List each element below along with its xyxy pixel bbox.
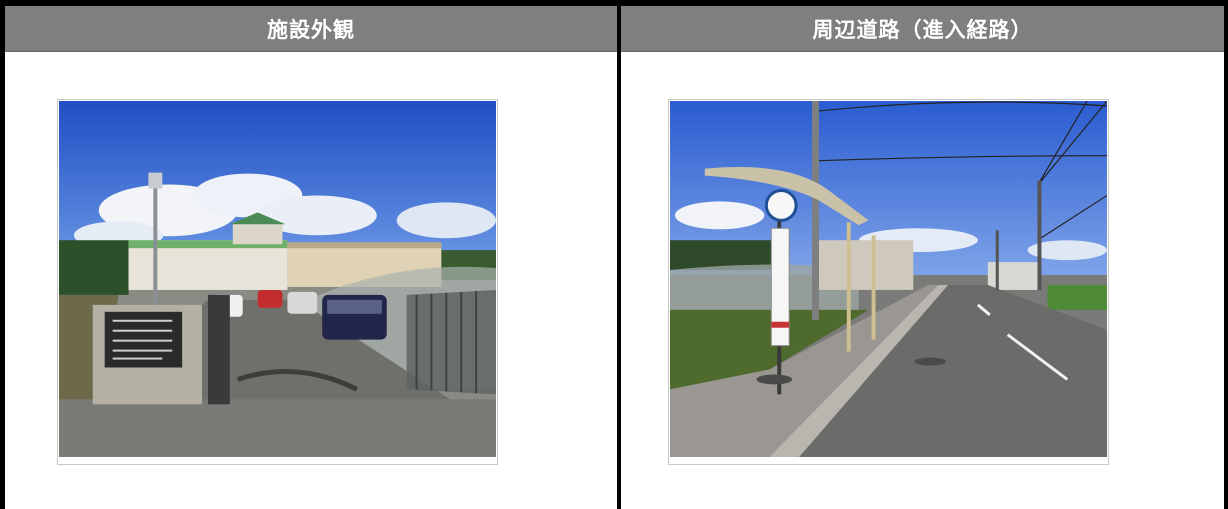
panel-surrounding-road: 周辺道路（進入経路） [621, 6, 1224, 509]
surrounding-road-image [670, 101, 1107, 457]
panel-title: 施設外観 [5, 6, 617, 52]
surrounding-road-photo [668, 99, 1109, 465]
facility-exterior-image [59, 101, 496, 457]
panel-title: 周辺道路（進入経路） [621, 6, 1224, 52]
panel-facility-exterior: 施設外観 [5, 6, 617, 509]
facility-exterior-photo [57, 99, 498, 465]
